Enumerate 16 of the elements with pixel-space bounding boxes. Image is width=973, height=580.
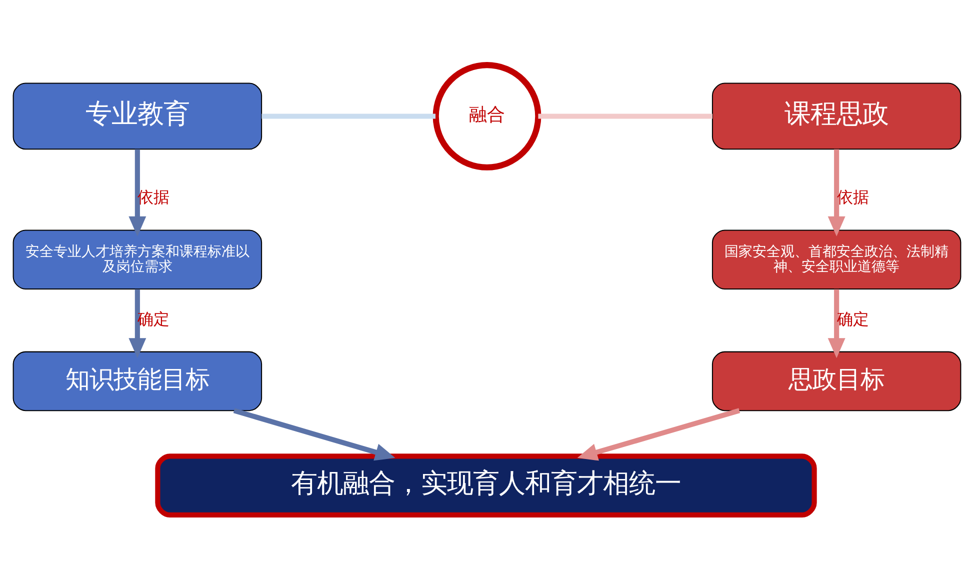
node-box: 思政目标	[711, 351, 961, 412]
edge-label: 确定	[836, 309, 868, 328]
node-box: 知识技能目标	[12, 351, 262, 412]
arrow	[576, 408, 740, 461]
node-box: 国家安全观、首都安全政治、法制精神、安全职业道德等	[711, 230, 961, 290]
edge-label: 依据	[836, 188, 868, 207]
node-box: 安全专业人才培养方案和课程标准以及岗位需求	[12, 230, 262, 290]
node-box: 有机融合，实现育人和育才相统一	[154, 454, 816, 518]
connector	[538, 114, 712, 119]
node-box: 课程思政	[711, 82, 961, 150]
arrow	[827, 149, 845, 236]
arrow	[232, 408, 395, 461]
node-circle: 融合	[432, 62, 541, 170]
connector	[261, 114, 436, 119]
arrow	[827, 289, 845, 358]
node-box: 专业教育	[12, 82, 262, 150]
